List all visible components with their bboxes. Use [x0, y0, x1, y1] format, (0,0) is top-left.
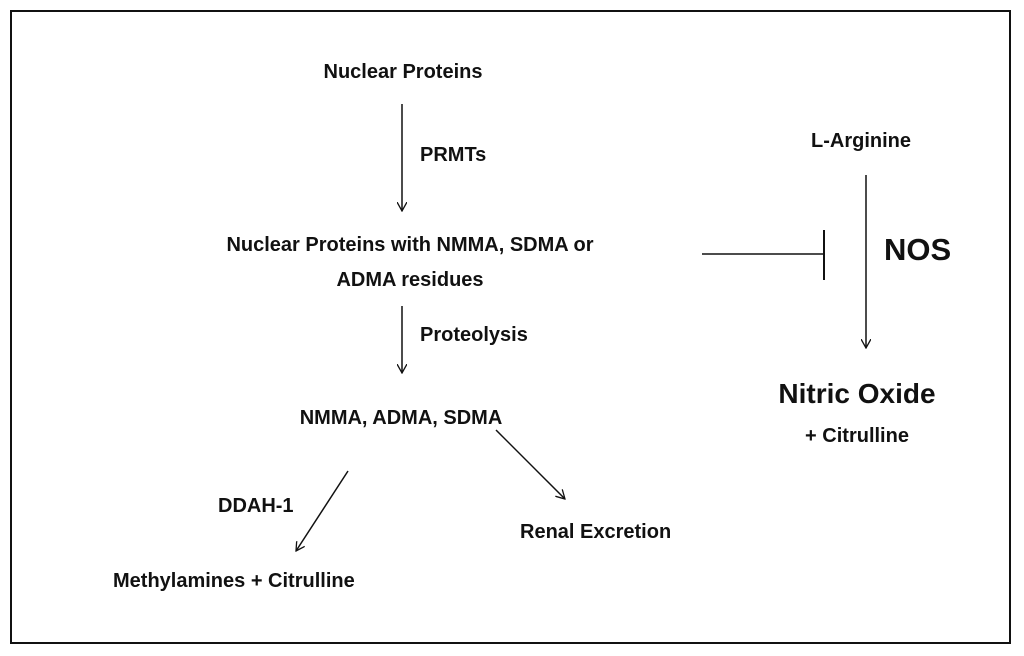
nitric-oxide-node: Nitric Oxide [778, 378, 936, 409]
ddah1-label: DDAH-1 [218, 495, 294, 517]
diagram-frame [10, 10, 1011, 644]
methylarginines-node: NMMA, ADMA, SDMA [299, 407, 503, 429]
methylamines-node: Methylamines + Citrulline [113, 570, 355, 592]
renal-excretion-node: Renal Excretion [520, 521, 672, 543]
citrulline-node: + Citrulline [805, 425, 909, 447]
nuclear-proteins-node: Nuclear Proteins [323, 61, 483, 83]
arrow-renal-excretion [495, 429, 565, 499]
methylated-proteins-node-line1: Nuclear Proteins with NMMA, SDMA or [226, 234, 594, 256]
arrow-ddah1 [296, 470, 349, 551]
proteolysis-label: Proteolysis [420, 324, 528, 346]
nos-label: NOS [884, 232, 952, 267]
methylated-proteins-node-line2: ADMA residues [336, 269, 484, 291]
prmts-label: PRMTs [420, 144, 487, 166]
l-arginine-node: L-Arginine [811, 130, 911, 152]
